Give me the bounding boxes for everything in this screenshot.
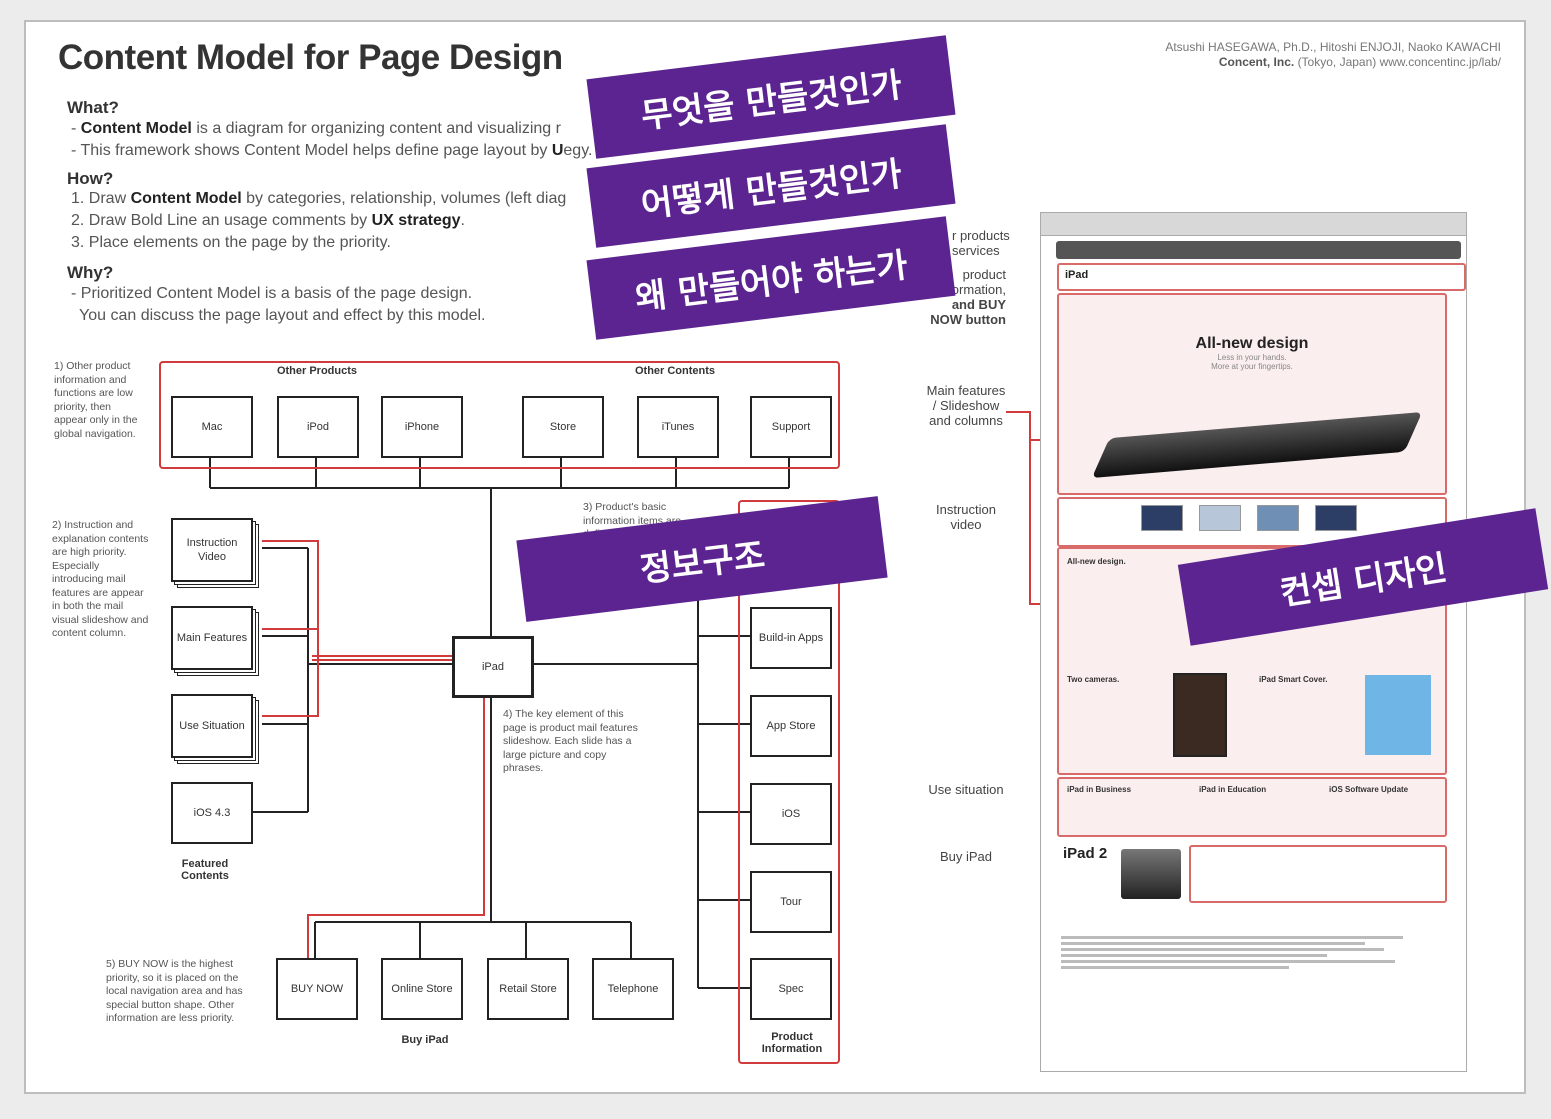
- what-line-1: - Content Model is a diagram for organiz…: [71, 120, 561, 138]
- local-nav: iPad: [1057, 263, 1466, 291]
- ipad2-image: [1121, 849, 1181, 899]
- node-mac: Mac: [171, 396, 253, 458]
- label-instruction-video: Instruction video: [936, 502, 996, 532]
- how-2c: .: [460, 212, 465, 229]
- note-5: 5) BUY NOW is the highest priority, so i…: [106, 958, 243, 1024]
- video-thumb-1: [1141, 505, 1183, 531]
- credit-company-line: Concent, Inc. (Tokyo, Japan) www.concent…: [1165, 55, 1501, 70]
- label-main-features: Main features / Slideshow and columns: [926, 383, 1006, 428]
- video-thumb-2: [1199, 505, 1241, 531]
- node-instruction-video: Instruction Video: [171, 518, 253, 582]
- video-thumb-4: [1315, 505, 1357, 531]
- use-1: iPad in Business: [1067, 785, 1132, 794]
- how-2b: UX strategy: [371, 212, 461, 229]
- global-nav-frame: [159, 361, 840, 469]
- label-product-info-a: product: [962, 267, 1006, 282]
- node-buy-now: BUY NOW: [276, 958, 358, 1020]
- how-2a: 2. Draw Bold Line an usage comments by: [71, 212, 372, 229]
- how-1a: 1. Draw: [71, 190, 131, 207]
- credit-block: Atsushi HASEGAWA, Ph.D., Hitoshi ENJOJI,…: [1165, 40, 1501, 70]
- node-support: Support: [750, 396, 832, 458]
- credit-location: (Tokyo, Japan) www.concentinc.jp/lab/: [1297, 55, 1501, 69]
- node-builtin-apps: Build-in Apps: [750, 607, 832, 669]
- label-use-situation: Use situation: [928, 782, 1004, 797]
- node-use-situation: Use Situation: [171, 694, 253, 758]
- how-1c: by categories, relationship, volumes (le…: [241, 190, 567, 207]
- node-app-store: App Store: [750, 695, 832, 757]
- credit-company: Concent, Inc.: [1218, 55, 1295, 69]
- credit-authors: Atsushi HASEGAWA, Ph.D., Hitoshi ENJOJI,…: [1165, 40, 1501, 54]
- buy-ipad2-title: iPad 2: [1063, 845, 1108, 862]
- hero-title: All-new design: [1195, 335, 1309, 352]
- how-line-1: 1. Draw Content Model by categories, rel…: [71, 190, 566, 208]
- group-other-products: Other Products: [276, 365, 358, 377]
- footer-sitemap: [1061, 933, 1441, 972]
- use-2: iPad in Education: [1199, 785, 1267, 794]
- node-ipod: iPod: [277, 396, 359, 458]
- browser-toolbar: [1041, 213, 1466, 236]
- label-product-info-c: and BUY: [951, 297, 1006, 312]
- node-ipad: iPad: [452, 636, 534, 698]
- what-1b: Content Model: [80, 120, 192, 137]
- node-iphone: iPhone: [381, 396, 463, 458]
- how-line-2: 2. Draw Bold Line an usage comments by U…: [71, 212, 465, 230]
- note-2: 2) Instruction and explanation contents …: [52, 519, 149, 639]
- what-1c: is a diagram for organizing content and …: [191, 120, 561, 137]
- how-line-3: 3. Place elements on the page by the pri…: [71, 234, 391, 251]
- note-4: 4) The key element of this page is produ…: [503, 708, 638, 774]
- use-situation-strip: iPad in Business iPad in Education iOS S…: [1057, 777, 1447, 837]
- col2-title: Two cameras.: [1067, 675, 1120, 684]
- page-title: Content Model for Page Design: [58, 38, 563, 77]
- hero-slideshow: All-new design Less in your hands. More …: [1057, 293, 1447, 495]
- node-retail-store: Retail Store: [487, 958, 569, 1020]
- what-2a: - This framework shows Content Model hel…: [71, 142, 552, 159]
- brand-label: iPad: [1065, 269, 1089, 281]
- what-line-2: - This framework shows Content Model hel…: [71, 142, 592, 160]
- label-buy-ipad: Buy iPad: [939, 849, 993, 864]
- ipad-page-screenshot: iPad All-new design Less in your hands. …: [1040, 212, 1467, 1072]
- col3-title: iPad Smart Cover.: [1259, 675, 1328, 684]
- how-heading: How?: [67, 169, 114, 188]
- group-other-contents: Other Contents: [634, 365, 716, 377]
- note-1: 1) Other product information and functio…: [54, 360, 138, 440]
- use-3: iOS Software Update: [1329, 785, 1409, 794]
- what-2b: U: [551, 142, 564, 159]
- smart-cover-image: [1365, 675, 1431, 755]
- facetime-image: [1173, 673, 1227, 757]
- node-tour: Tour: [750, 871, 832, 933]
- product-info-frame: [738, 500, 840, 1064]
- node-store: Store: [522, 396, 604, 458]
- why-line-1: - Prioritized Content Model is a basis o…: [71, 285, 473, 302]
- group-featured: Featured Contents: [181, 858, 229, 882]
- global-nav-bar: [1056, 241, 1461, 259]
- node-itunes: iTunes: [637, 396, 719, 458]
- hero-sub-2: More at your fingertips.: [1211, 362, 1293, 371]
- what-1a: -: [71, 120, 81, 137]
- ipad-image: [1091, 412, 1423, 478]
- why-heading: Why?: [67, 263, 114, 282]
- hero-sub-1: Less in your hands.: [1217, 353, 1287, 362]
- col1-title: All-new design.: [1067, 557, 1126, 566]
- label-product-info-d: NOW button: [930, 312, 1006, 327]
- node-ios43: iOS 4.3: [171, 782, 253, 844]
- node-main-features: Main Features: [171, 606, 253, 670]
- label-other-products-services: r products services: [952, 228, 1010, 258]
- node-telephone: Telephone: [592, 958, 674, 1020]
- group-product-info: Product Information: [761, 1031, 823, 1055]
- why-line-2: You can discuss the page layout and effe…: [79, 307, 486, 324]
- node-ios: iOS: [750, 783, 832, 845]
- node-online-store: Online Store: [381, 958, 463, 1020]
- what-2c: egy.: [563, 142, 593, 159]
- what-heading: What?: [67, 98, 119, 117]
- how-1b: Content Model: [130, 190, 242, 207]
- node-spec: Spec: [750, 958, 832, 1020]
- buy-options-frame: [1189, 845, 1447, 903]
- video-thumb-3: [1257, 505, 1299, 531]
- group-buy-ipad: Buy iPad: [401, 1034, 449, 1046]
